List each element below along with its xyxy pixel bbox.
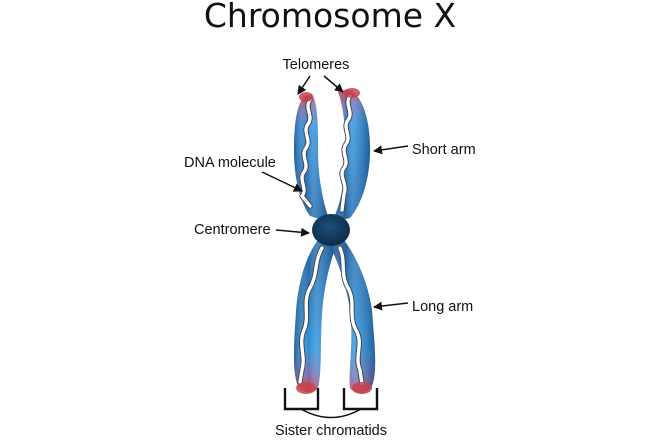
telomere-tips bbox=[296, 88, 372, 394]
dna-molecule-pointer bbox=[261, 171, 303, 192]
centromere bbox=[312, 214, 350, 246]
sister-chromatids-label: Sister chromatids bbox=[275, 423, 387, 439]
centromere-pointer bbox=[275, 227, 310, 237]
long-arm-label: Long arm bbox=[412, 299, 473, 315]
diagram-title: Chromosome X bbox=[204, 0, 456, 35]
short-arm-right-chromatid bbox=[332, 89, 370, 222]
label-centromere: Centromere bbox=[194, 222, 310, 238]
dna-molecule-strands bbox=[297, 93, 365, 387]
short-arm-left-chromatid bbox=[294, 94, 330, 222]
telomeres-pointer-left bbox=[297, 75, 311, 95]
short-arm-label: Short arm bbox=[412, 142, 476, 158]
label-sister-chromatids: Sister chromatids bbox=[275, 388, 387, 439]
telomeres-label: Telomeres bbox=[283, 57, 350, 73]
label-dna-molecule: DNA molecule bbox=[184, 155, 303, 192]
telomeres-pointer-right bbox=[323, 75, 344, 93]
sister-chromatids-connector bbox=[300, 408, 362, 419]
label-short-arm: Short arm bbox=[373, 142, 476, 158]
long-arm-pointer bbox=[373, 301, 409, 311]
label-telomeres: Telomeres bbox=[283, 57, 350, 95]
chromosome-x bbox=[294, 88, 376, 394]
label-long-arm: Long arm bbox=[373, 299, 473, 315]
short-arm-pointer bbox=[373, 145, 409, 155]
centromere-label: Centromere bbox=[194, 222, 271, 238]
dna-molecule-label: DNA molecule bbox=[184, 155, 276, 171]
